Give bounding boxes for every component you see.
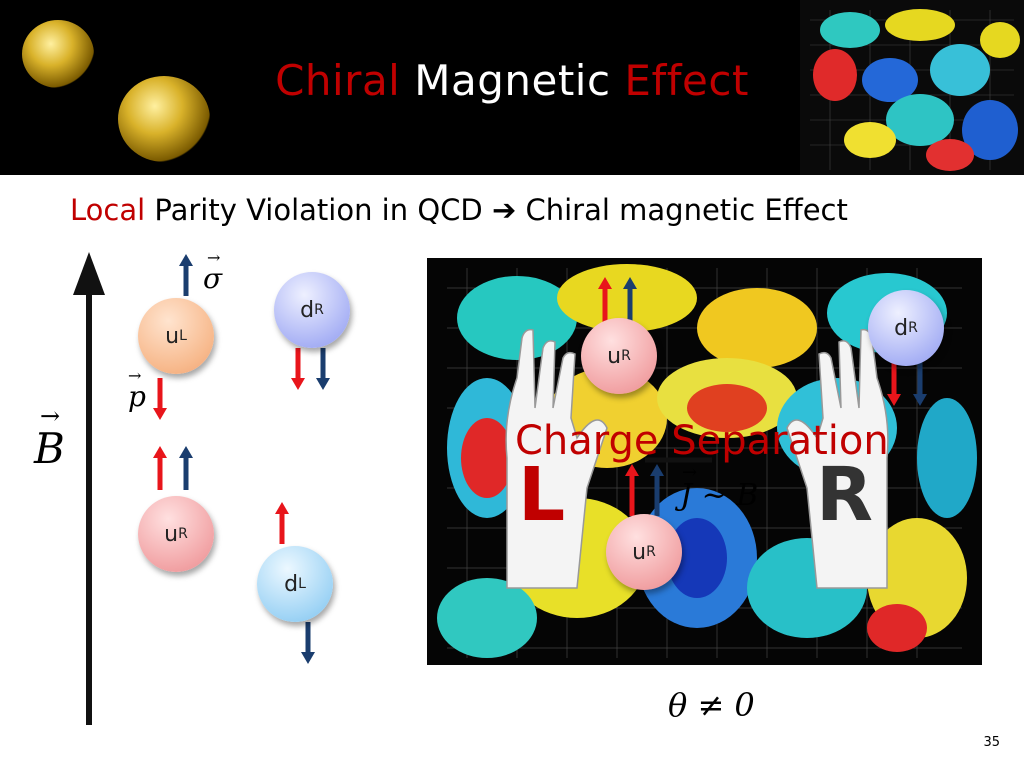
title-effect: Effect xyxy=(624,56,749,105)
title-chiral: Chiral xyxy=(275,56,401,105)
panel-ur-bottom-spin-arrow xyxy=(650,464,664,516)
dr-spin-arrow xyxy=(316,348,330,390)
subtitle-suffix: Chiral magnetic Effect xyxy=(516,193,848,227)
theta-label: θ ≠ 0 xyxy=(668,686,755,724)
page-title: Chiral Magnetic Effect xyxy=(0,56,1024,105)
right-hand-icon xyxy=(786,328,889,589)
subtitle-text: Parity Violation in QCD xyxy=(145,193,492,227)
right-arrow-icon: ➔ xyxy=(491,193,517,227)
left-hand-icon xyxy=(505,328,608,589)
left-hand-label: L xyxy=(518,452,566,538)
page-number: 35 xyxy=(983,735,1000,750)
ul-momentum-arrow xyxy=(153,378,167,420)
title-banner: Chiral Magnetic Effect xyxy=(0,0,1024,175)
subtitle-local: Local xyxy=(70,193,146,227)
ur-momentum-arrow xyxy=(153,446,167,490)
subtitle: Local Parity Violation in QCD ➔ Chiral m… xyxy=(70,193,848,227)
nucleus-image-right xyxy=(118,76,210,162)
panel-ur-bottom-momentum-arrow xyxy=(625,464,639,516)
ul-spin-arrow xyxy=(179,254,193,296)
current-label: → J ~ B xyxy=(680,462,759,513)
sigma-label: → σ xyxy=(203,248,223,295)
b-field-label: → B xyxy=(34,402,65,473)
lattice-image-header xyxy=(800,0,1024,175)
panel-dr-spin-arrow xyxy=(913,358,927,406)
b-field-arrow xyxy=(73,252,105,725)
title-magnetic: Magnetic xyxy=(414,56,611,105)
ur-spin-arrow xyxy=(179,446,193,490)
dl-momentum-arrow xyxy=(275,502,289,544)
dl-spin-arrow xyxy=(301,622,315,664)
right-hand-label: R xyxy=(816,452,873,538)
nucleus-image-left xyxy=(22,20,94,88)
dr-momentum-arrow xyxy=(291,348,305,390)
momentum-label: → p xyxy=(128,366,146,413)
charge-separation-label: Charge Separation xyxy=(515,418,889,464)
panel-dr-momentum-arrow xyxy=(887,358,901,406)
